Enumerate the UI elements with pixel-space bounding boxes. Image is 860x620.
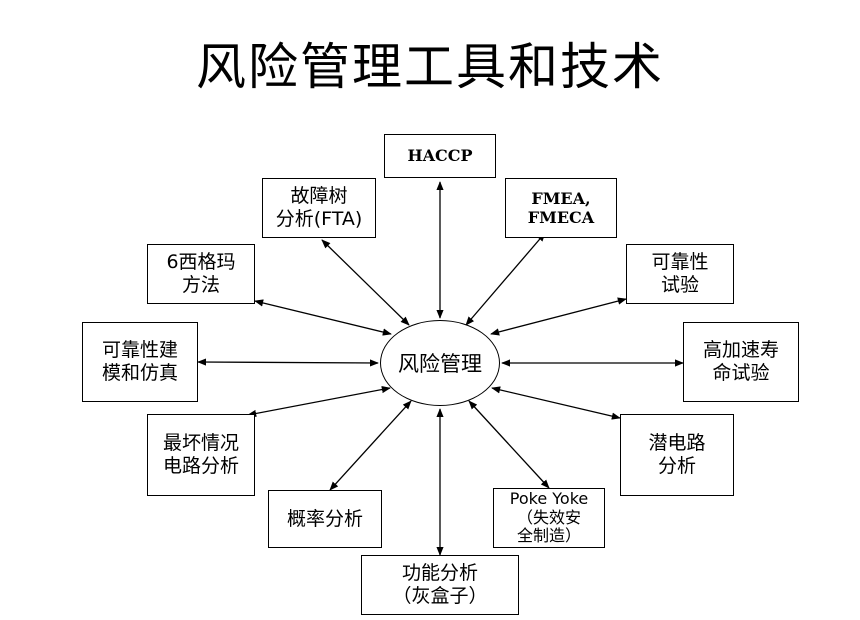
node-halt: 高加速寿 命试验 xyxy=(683,322,799,402)
node-six-sigma: 6西格玛 方法 xyxy=(147,244,255,304)
link-six-sigma xyxy=(254,299,392,336)
node-functional: 功能分析 （灰盒子） xyxy=(361,555,519,615)
node-fmea: FMEA, FMECA xyxy=(505,178,617,238)
link-poka-yoke xyxy=(468,400,550,489)
center-node: 风险管理 xyxy=(380,320,500,406)
node-haccp: HACCP xyxy=(384,134,496,178)
link-sneak-circuit xyxy=(491,386,621,420)
link-fta xyxy=(321,239,410,326)
link-reliability-modeling xyxy=(197,358,379,367)
node-worst-case: 最坏情况 电路分析 xyxy=(147,414,255,496)
node-probability: 概率分析 xyxy=(268,490,382,548)
link-probability xyxy=(329,400,412,491)
node-fta: 故障树 分析(FTA) xyxy=(262,178,376,238)
node-sneak-circuit: 潜电路 分析 xyxy=(620,414,734,496)
page-title: 风险管理工具和技术 xyxy=(196,38,664,96)
node-reliability-test: 可靠性 试验 xyxy=(626,244,734,304)
node-reliability-modeling: 可靠性建 模和仿真 xyxy=(82,322,198,402)
node-poka-yoke: Poke Yoke （失效安 全制造） xyxy=(493,488,605,548)
link-reliability-test xyxy=(490,297,627,336)
link-worst-case xyxy=(247,385,391,418)
link-fmea xyxy=(465,232,546,326)
